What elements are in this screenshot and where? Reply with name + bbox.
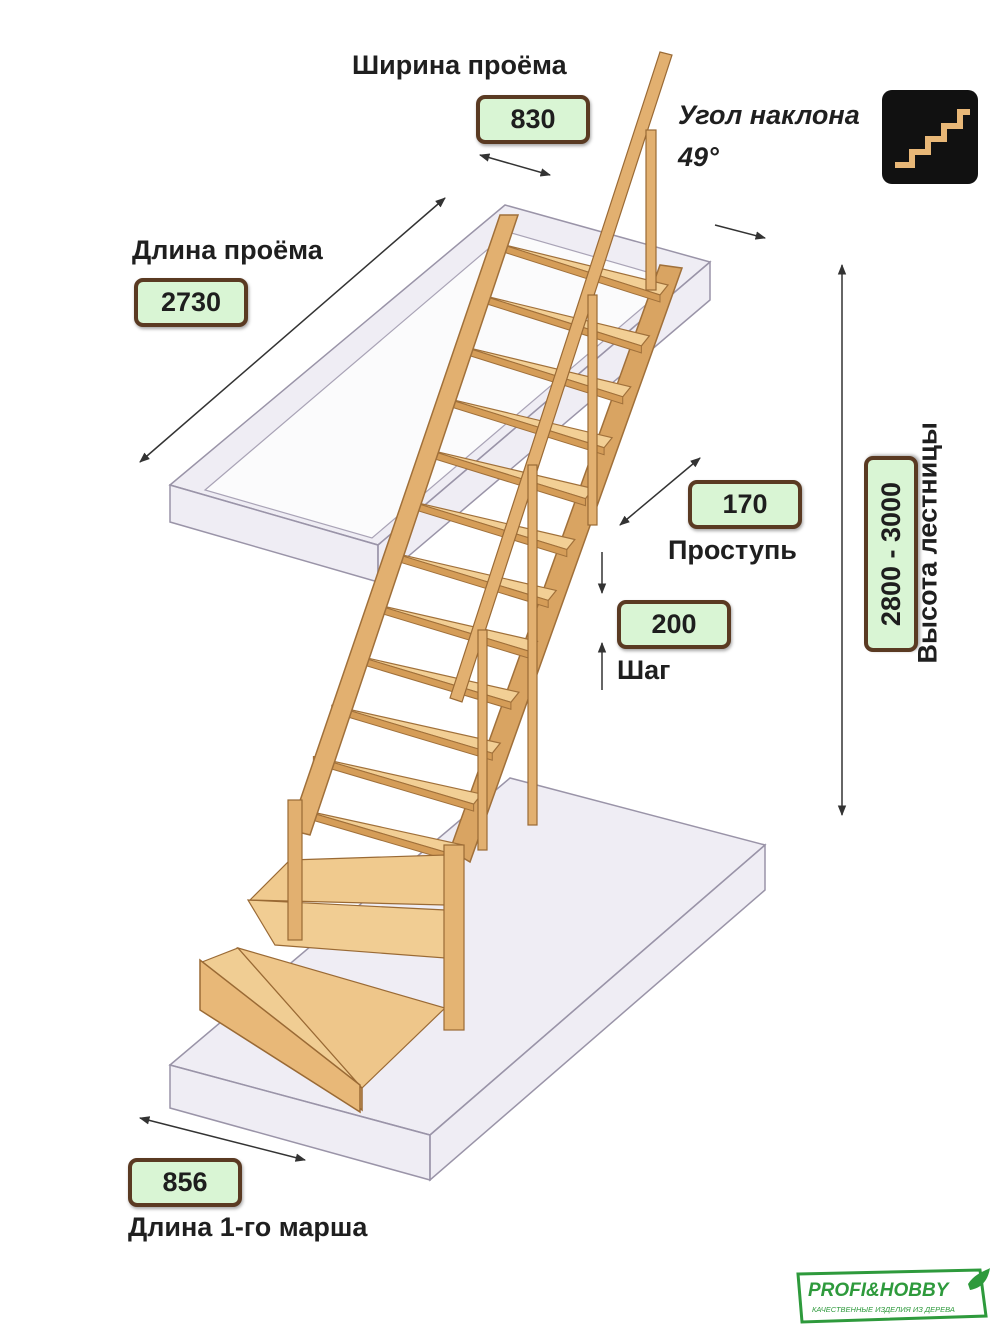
opening-length-value: 2730 xyxy=(134,278,248,327)
brand-logo: PROFI&HOBBY КАЧЕСТВЕННЫЕ ИЗДЕЛИЯ ИЗ ДЕРЕ… xyxy=(792,1266,992,1326)
brand-tagline: КАЧЕСТВЕННЫЕ ИЗДЕЛИЯ ИЗ ДЕРЕВА xyxy=(812,1305,955,1314)
tread-label: Проступь xyxy=(668,535,797,565)
stair-tread-edge xyxy=(386,550,549,609)
opening-width-value: 830 xyxy=(476,95,590,144)
first-flight-label: Длина 1-го марша xyxy=(128,1212,368,1242)
tread-value: 170 xyxy=(688,480,802,529)
first-flight-value: 856 xyxy=(128,1158,242,1207)
leaf-icon xyxy=(968,1268,990,1290)
stair-tread-edge xyxy=(312,755,475,812)
slope-angle-value: 49° xyxy=(678,142,719,172)
slope-angle-label: Угол наклона xyxy=(678,100,860,130)
brand-name: PROFI&HOBBY xyxy=(808,1280,951,1301)
stair-tread-edge xyxy=(294,807,456,863)
opening-width-label: Ширина проёма xyxy=(352,50,567,80)
stair-height-value: 2800 - 3000 xyxy=(864,456,918,652)
handrail xyxy=(449,51,673,851)
stair-height-label: Высота лестницы xyxy=(912,422,943,664)
stair-tread-edge xyxy=(331,704,493,761)
straight-flight xyxy=(294,242,670,863)
stair-tread-edge xyxy=(367,601,531,660)
opening-length-label: Длина проёма xyxy=(132,235,323,265)
step-label: Шаг xyxy=(617,655,671,685)
winder-section xyxy=(199,799,465,1114)
step-value: 200 xyxy=(617,600,731,649)
dimension-lines xyxy=(138,153,847,1162)
stairs-icon xyxy=(882,90,978,184)
